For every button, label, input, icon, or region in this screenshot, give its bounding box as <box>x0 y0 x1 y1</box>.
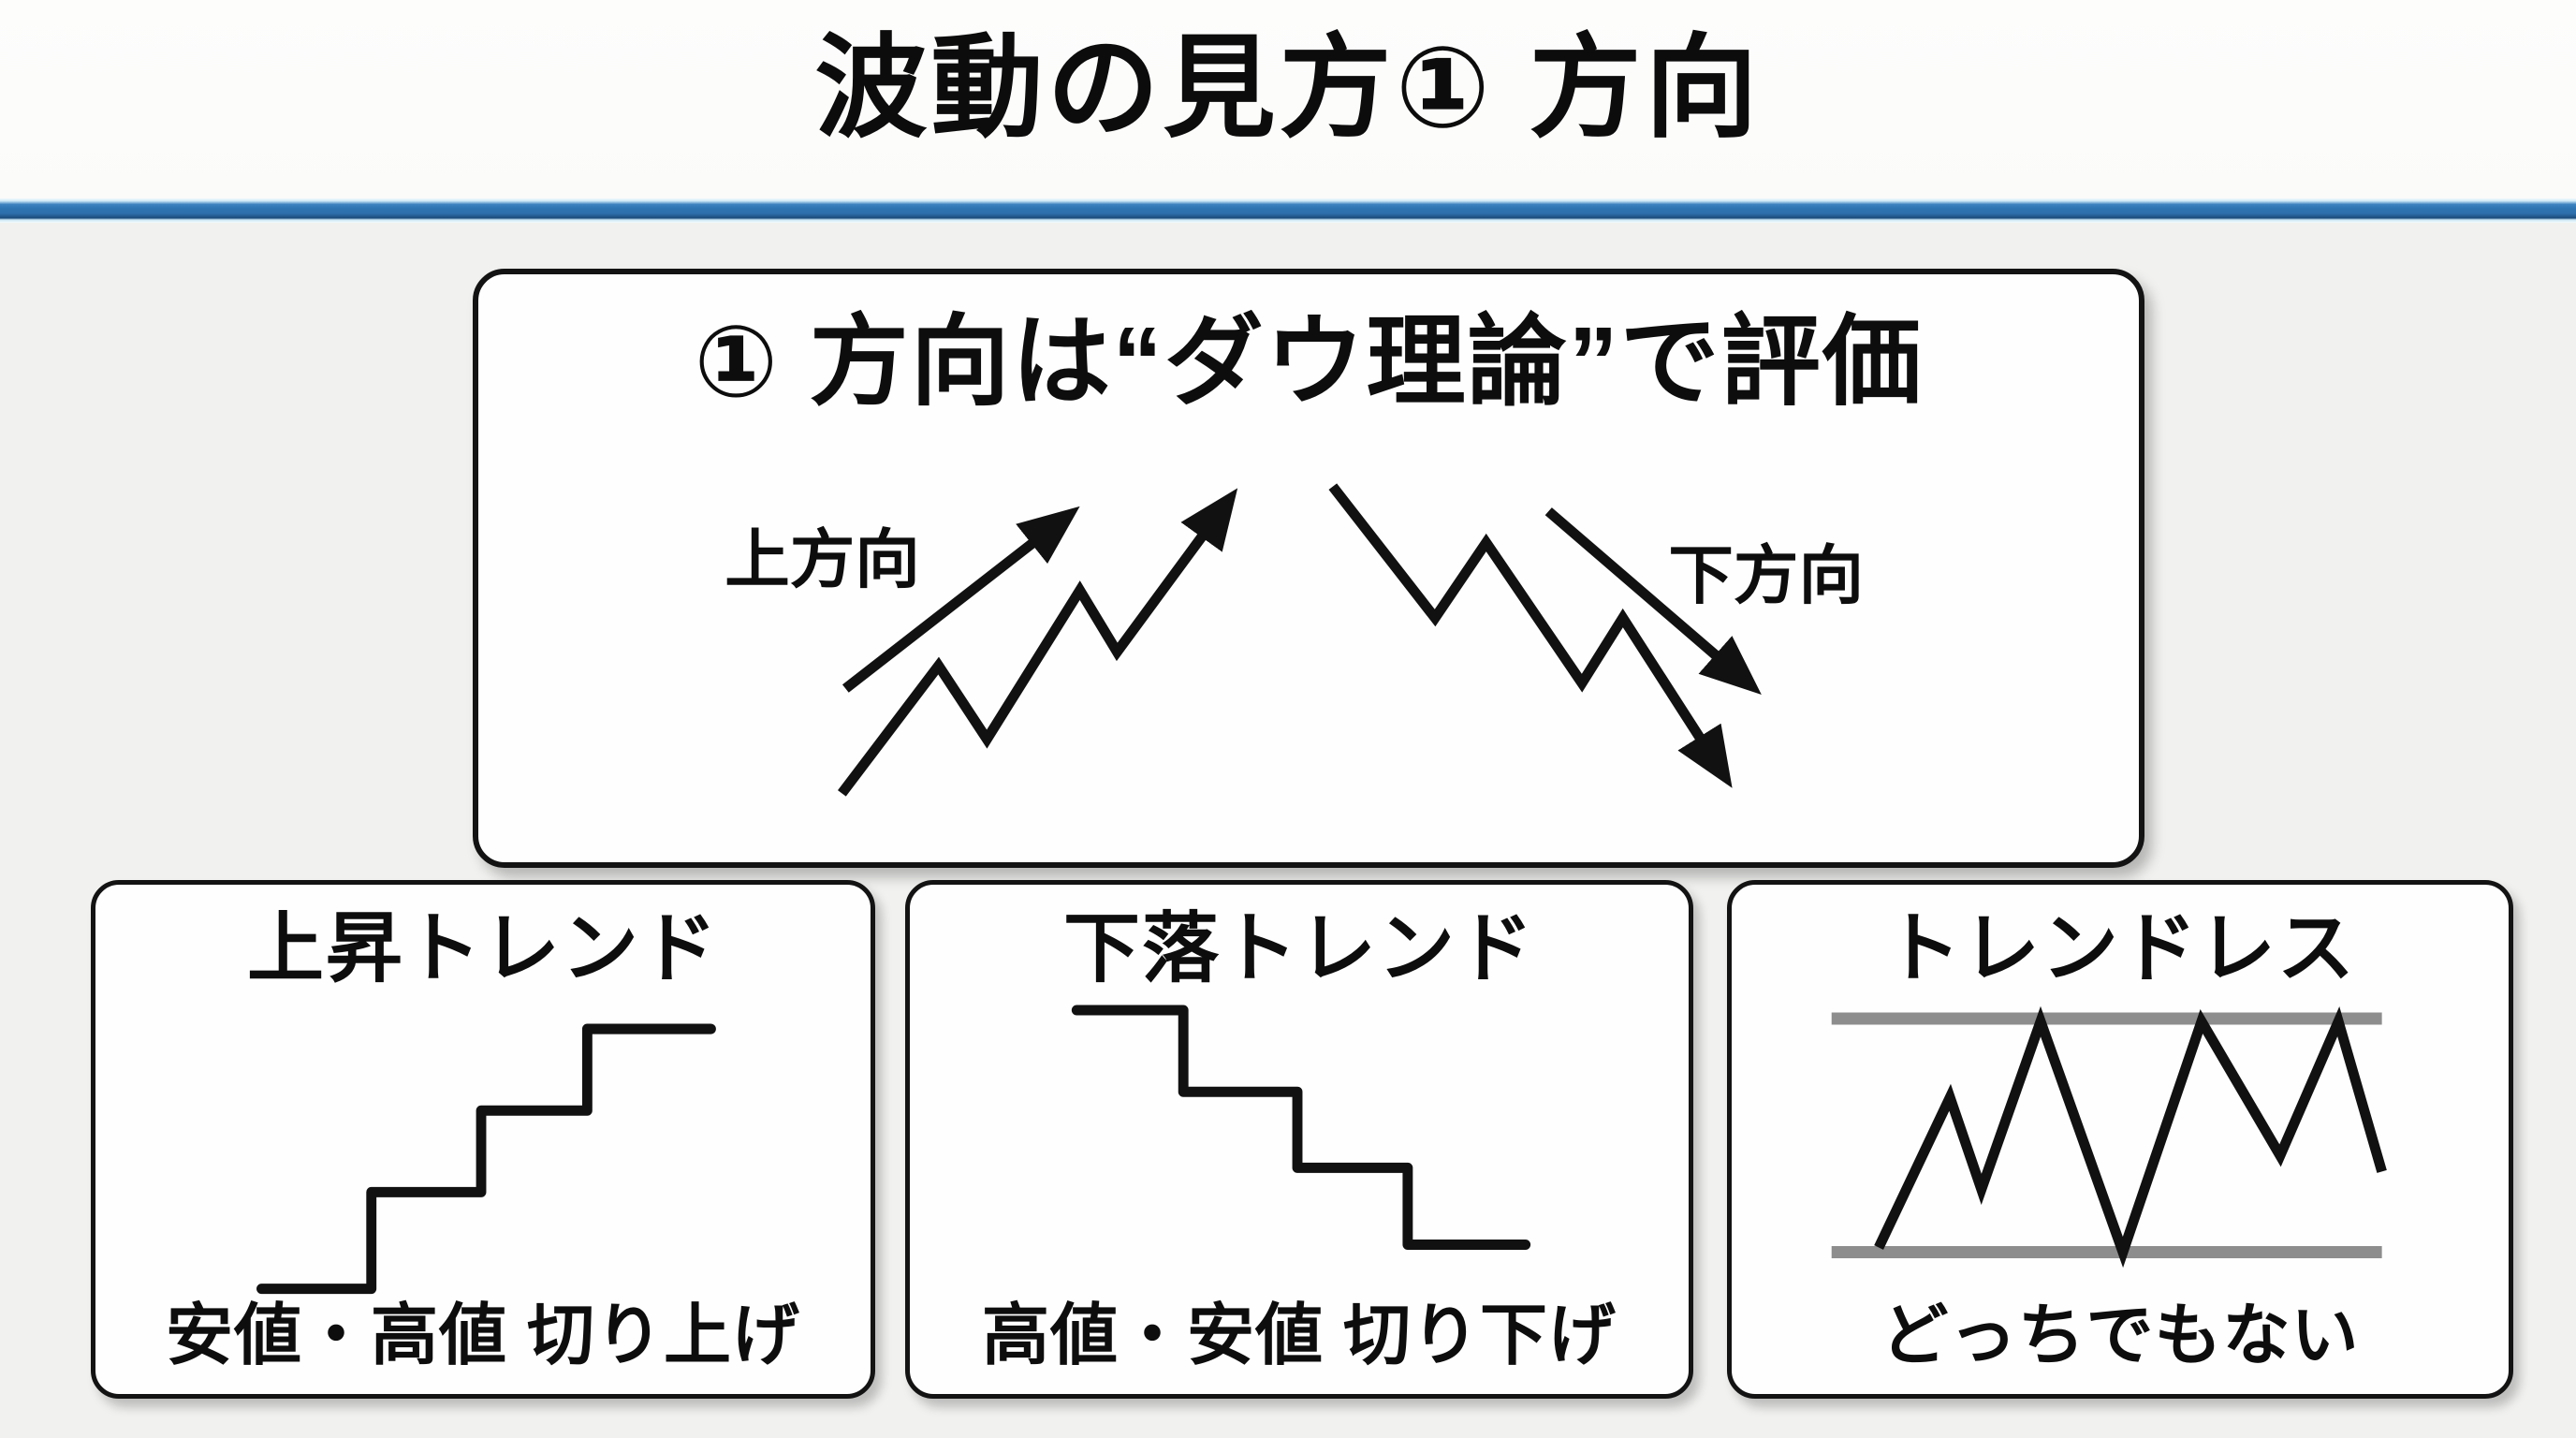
staircase-up-figure <box>256 1023 716 1295</box>
dow-theory-heading: ① 方向は“ダウ理論”で評価 <box>694 307 1924 418</box>
trendless-title: トレンドレス <box>1883 906 2356 991</box>
downtrend-panel: 下落トレンド 高値・安値 切り下げ <box>905 880 1693 1399</box>
title-divider-line <box>0 198 2576 223</box>
staircase-down-line <box>1071 1005 1531 1251</box>
trendless-panel: トレンドレス どっちでもない <box>1727 880 2513 1399</box>
uptrend-title: 上昇トレンド <box>246 906 719 991</box>
uptrend-panel: 上昇トレンド 安値・高値 切り上げ <box>91 880 875 1399</box>
title-band <box>0 0 2576 199</box>
staircase-down-figure <box>1071 1005 1531 1251</box>
trendless-caption: どっちでもない <box>1881 1298 2360 1373</box>
range-zigzag-line <box>1874 1005 2387 1269</box>
down-direction-label: 下方向 <box>1668 539 1864 612</box>
down-straight-arrow <box>1544 507 1762 695</box>
direction-arrows-figure: 上方向 下方向 <box>724 483 1864 797</box>
downtrend-caption: 高値・安値 切り下げ <box>981 1298 1617 1373</box>
staircase-up-line <box>256 1023 716 1295</box>
dow-theory-panel: 上方向 下方向 ① 方向は“ダウ理論”で評価 <box>473 269 2144 868</box>
up-straight-arrow <box>842 506 1080 693</box>
uptrend-caption: 安値・高値 切り上げ <box>165 1298 800 1373</box>
down-zigzag-arrow <box>1328 483 1733 788</box>
downtrend-title: 下落トレンド <box>1062 906 1535 991</box>
downtrend-chart <box>910 991 1689 1299</box>
uptrend-chart <box>95 991 871 1299</box>
trendless-chart <box>1732 991 2509 1299</box>
page-title: 波動の見方① 方向 <box>814 25 1762 151</box>
up-zigzag-arrow <box>837 488 1238 797</box>
range-zigzag-figure <box>1831 1005 2387 1269</box>
up-direction-label: 上方向 <box>724 523 920 596</box>
